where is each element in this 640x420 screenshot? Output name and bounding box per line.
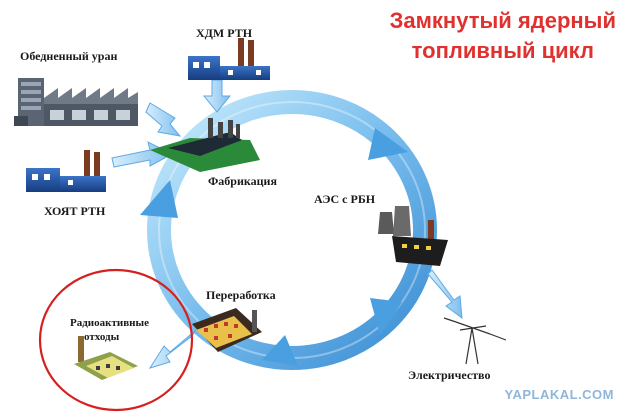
npp-plant-icon (378, 206, 448, 266)
depleted-uranium-factory-icon (14, 78, 138, 126)
input-arrows (111, 79, 232, 168)
ring-arrowhead-bottom-right (370, 298, 402, 335)
fabrication-plant-icon (150, 118, 260, 172)
title-line-2: топливный цикл (411, 38, 594, 63)
ring-arrowhead-bottom (262, 335, 298, 366)
radioactive-waste-facility-icon (74, 336, 138, 380)
hdm-rtn-building-icon (188, 38, 270, 80)
label-radioactive-waste: Радиоактивные отходы (70, 316, 149, 344)
label-depleted-uranium: Обедненный уран (20, 49, 118, 63)
reprocessing-plant-icon (192, 308, 262, 352)
electricity-pylon-icon (443, 317, 507, 365)
ring-arrowhead-top-right (368, 128, 408, 160)
arrow-depleted-uranium (145, 102, 182, 137)
arrow-to-waste (148, 329, 197, 369)
label-hoyat-rtn: ХОЯТ РТН (44, 204, 106, 218)
label-waste-line-1: Радиоактивные (70, 317, 149, 329)
label-npp: АЭС с РБН (314, 192, 376, 206)
arrow-hdm (202, 79, 232, 113)
label-electricity: Электричество (408, 368, 491, 382)
diagram-title: Замкнутый ядерный топливный цикл (390, 6, 616, 66)
output-arrows (148, 269, 463, 369)
label-reprocessing: Переработка (206, 288, 276, 302)
ring-arrowheads (140, 128, 408, 366)
waste-highlight-circle (38, 268, 194, 412)
ring-arrowhead-left (140, 180, 178, 218)
label-hdm-rtn: ХДМ РТН (196, 26, 253, 40)
label-waste-line-2: отходы (84, 331, 120, 343)
arrow-to-electricity (427, 269, 463, 320)
title-line-1: Замкнутый ядерный (389, 8, 616, 33)
label-fabrication: Фабрикация (208, 174, 277, 188)
watermark: YAPLAKAL.COM (504, 387, 614, 402)
hoyat-rtn-building-icon (26, 150, 106, 192)
